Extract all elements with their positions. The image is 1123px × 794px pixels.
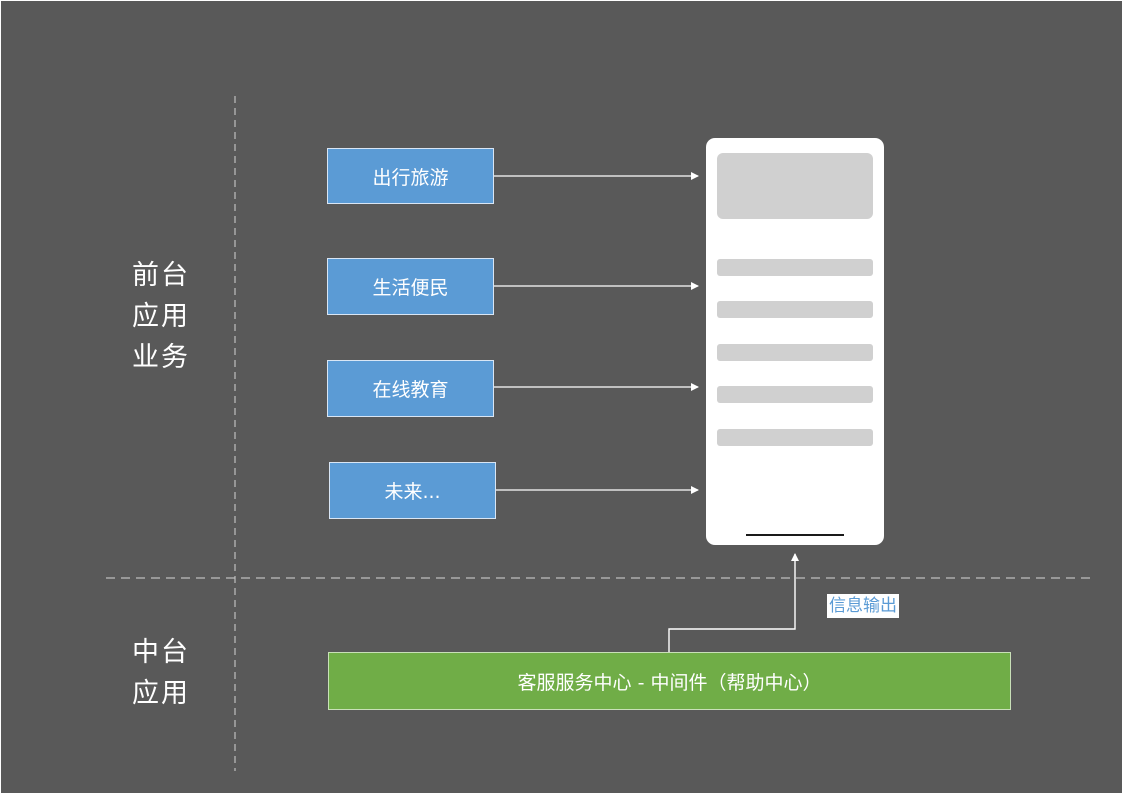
middleware-box: 客服服务中心 - 中间件（帮助中心） xyxy=(328,652,1011,710)
phone-mockup xyxy=(706,138,884,545)
front-label-line-1: 前台 xyxy=(132,260,190,291)
middle-label-line-2: 应用 xyxy=(132,678,190,709)
business-box-life: 生活便民 xyxy=(327,258,494,315)
phone-list-row xyxy=(717,301,873,318)
phone-list-row xyxy=(717,259,873,276)
front-label-line-2: 应用 xyxy=(132,301,190,332)
business-box-future: 未来... xyxy=(329,462,496,519)
phone-list-row xyxy=(717,344,873,361)
phone-list-row xyxy=(717,386,873,403)
middle-label-line-1: 中台 xyxy=(132,637,190,668)
arrow-output xyxy=(668,553,799,652)
phone-list-row xyxy=(717,429,873,446)
front-label-line-3: 业务 xyxy=(132,342,190,373)
business-box-travel: 出行旅游 xyxy=(327,148,494,204)
business-box-education: 在线教育 xyxy=(327,360,494,417)
middle-section-label: 中台 应用 xyxy=(132,632,190,714)
phone-banner-placeholder xyxy=(717,153,873,219)
front-section-label: 前台 应用 业务 xyxy=(132,255,190,378)
output-label: 信息输出 xyxy=(827,594,899,618)
phone-home-indicator xyxy=(746,534,844,536)
